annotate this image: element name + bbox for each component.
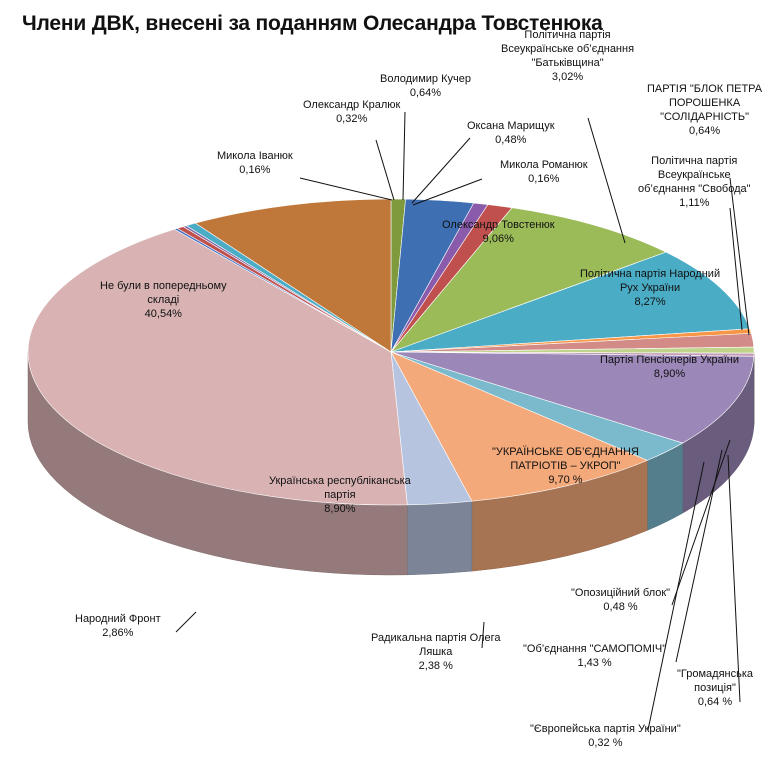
data-label-name: Олександр Кралюк (303, 99, 401, 111)
data-label-name: Оксана Марищук (467, 120, 555, 132)
data-label-value: 0,32% (336, 113, 368, 125)
data-label-name: "УКРАЇНСЬКЕ ОБ’ЄДНАННЯ (492, 446, 639, 458)
data-label-name: Українська республіканська (269, 475, 411, 487)
data-label-value: 1,11% (679, 197, 710, 209)
data-label-european: "Європейська партія України" 0,32 % (530, 722, 681, 750)
data-label-value: 0,64 % (697, 696, 733, 708)
data-label-name: Не були в попередньому (100, 280, 227, 292)
data-label-name: "Опозиційний блок" (571, 587, 671, 599)
data-label-name: Всеукраїнське об’єднання (501, 43, 635, 55)
leader-line-romanyuk (412, 178, 483, 206)
data-label-ppbps: ПАРТІЯ "БЛОК ПЕТРА ПОРОШЕНКА "СОЛІДАРНІСТЬ… (647, 82, 762, 138)
data-label-name: "Батьківщина" (531, 57, 604, 69)
data-label-value: 0,48 % (603, 601, 638, 613)
data-label-name: ПАРТІЯ "БЛОК ПЕТРА (647, 83, 763, 95)
data-label-name: Микола Іванюк (217, 150, 293, 162)
leader-line-opposition (671, 439, 731, 606)
pie-top (27, 198, 755, 506)
leader-line-svoboda (729, 207, 743, 331)
data-label-name: Народний Фронт (75, 613, 161, 625)
data-label-value: 2,86% (102, 627, 134, 639)
data-label-narodnyi_front: Народний Фронт 2,86% (75, 612, 161, 640)
leader-line-kralyuk (375, 139, 395, 201)
data-label-name: складі (147, 294, 180, 306)
data-label-samopomich: "Об’єднання "САМОПОМІЧ" 1,43 % (523, 642, 666, 670)
data-label-name: "Об’єднання "САМОПОМІЧ" (523, 643, 667, 655)
data-label-urp: Українська республіканська партія 8,90% (269, 474, 411, 516)
leader-line-marytsuk (411, 137, 471, 204)
data-label-value: 0,64% (409, 87, 442, 99)
data-label-romanyuk: Микола Романюк 0,16% (500, 158, 588, 186)
data-label-name: Радикальна партія Олега (371, 632, 501, 644)
data-label-value: 9,06% (482, 233, 514, 245)
leader-line-ppbps (729, 177, 750, 336)
slice-ne_buly (27, 228, 408, 506)
leader-line-samopomich (675, 449, 723, 663)
data-label-marytsuk: Оксана Марищук 0,48% (467, 119, 555, 147)
leader-line-radical (481, 621, 485, 649)
leader-lines (175, 111, 750, 731)
data-label-pensioners: Партія Пенсіонерів України 8,90% (600, 353, 739, 381)
data-label-kralyuk: Олександр Кралюк 0,32% (303, 98, 400, 126)
data-label-value: 8,90% (653, 368, 686, 380)
slice-urp (390, 351, 649, 502)
chart-title: Члени ДВК, внесені за поданням Олесандра… (22, 12, 603, 35)
data-label-hromadyanska: "Громадянська позиція" 0,64 % (677, 667, 753, 709)
leader-line-ivanyuk (299, 177, 393, 201)
data-label-name: Партія Пенсіонерів України (600, 354, 740, 366)
data-label-name: "Громадянська (677, 668, 754, 680)
data-label-name: Олександр Товстенюк (442, 219, 555, 231)
data-label-value: 0,64% (688, 125, 721, 137)
data-label-value: 0,16% (528, 173, 560, 185)
data-label-name: Володимир Кучер (380, 73, 471, 85)
slice-ukrop (390, 351, 755, 444)
leader-line-batkivshchyna (587, 117, 626, 244)
data-label-tovstenyuk: Олександр Товстенюк 9,06% (442, 218, 555, 246)
data-label-ivanyuk: Микола Іванюк 0,16% (217, 149, 293, 177)
data-label-value: 0,48% (495, 134, 527, 146)
data-label-value: 0,32 % (588, 737, 623, 749)
data-label-name: Політична партія Народний (580, 268, 721, 280)
data-label-name: ПОРОШЕНКА (668, 97, 741, 109)
leader-line-kucher (402, 111, 406, 201)
data-label-kucher: Володимир Кучер 0,64% (380, 72, 471, 100)
leader-line-european (647, 461, 705, 731)
data-label-value: 8,90% (324, 503, 356, 515)
data-label-name: об’єднання "Свобода" (638, 183, 751, 195)
data-label-ne_buly: Не були в попередньому складі 40,54% (100, 279, 227, 321)
data-label-name: ПАТРІОТІВ – УКРОП" (510, 460, 621, 472)
pie-sides (27, 351, 755, 576)
data-label-value: 40,54% (144, 308, 182, 320)
data-label-name: Політична партія (524, 29, 611, 41)
data-label-name: "СОЛІДАРНІСТЬ" (660, 111, 749, 123)
data-label-value: 8,27% (634, 296, 666, 308)
data-label-name: "Європейська партія України" (530, 723, 681, 735)
slice-side-narodnyi_front (407, 500, 473, 576)
data-label-value: 3,02% (551, 71, 584, 83)
data-label-value: 2,38 % (418, 660, 453, 672)
data-label-opposition: "Опозиційний блок" 0,48 % (571, 586, 670, 614)
slice-tovstenyuk (194, 198, 392, 353)
data-label-value: 0,16% (239, 164, 271, 176)
data-label-name: позиція" (694, 682, 736, 694)
data-label-name: Микола Романюк (500, 159, 588, 171)
data-label-name: партія (324, 489, 356, 501)
leader-line-narodnyi_front (175, 611, 197, 633)
data-label-name: Всеукраїнське (657, 169, 731, 181)
data-label-name: Рух України (619, 282, 681, 294)
data-label-ukrop: "УКРАЇНСЬКЕ ОБ’ЄДНАННЯ ПАТРІОТІВ – УКРОП"… (492, 445, 639, 487)
data-label-name: Політична партія (651, 155, 738, 167)
slice-narodnyi_rukh (390, 207, 667, 353)
data-label-value: 9,70 % (548, 474, 583, 486)
data-label-name: Ляшка (419, 646, 453, 658)
leader-line-hromadyanska (727, 454, 741, 703)
data-label-value: 1,43 % (577, 657, 612, 669)
